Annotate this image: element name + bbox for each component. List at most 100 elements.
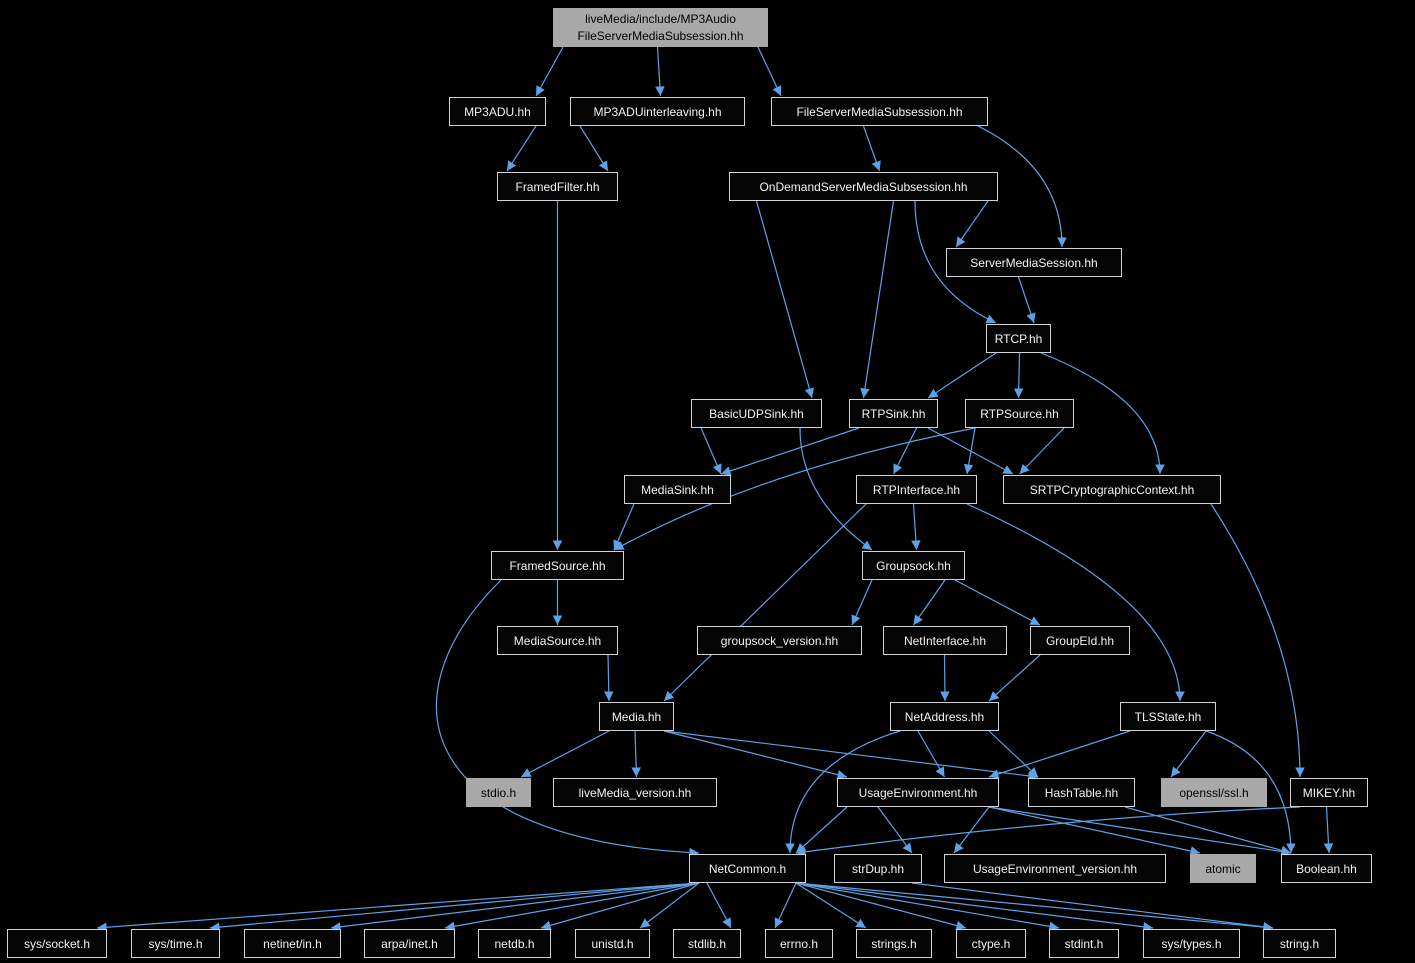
edge-rtpinterface-to-tlsstate bbox=[966, 503, 1185, 702]
edge-ondemand-to-rtpsink bbox=[860, 200, 895, 399]
edge-mikey-to-netcommon bbox=[795, 806, 1301, 857]
edge-netaddress-to-hashtable bbox=[988, 730, 1039, 778]
edge-netcommon-to-h_errno bbox=[774, 882, 797, 929]
node-sms[interactable]: ServerMediaSession.hh bbox=[946, 248, 1122, 277]
node-media[interactable]: Media.hh bbox=[599, 702, 674, 731]
edge-netcommon-to-h_ctype bbox=[795, 882, 967, 931]
edge-rtpsink-to-srtp bbox=[927, 427, 1014, 475]
node-stdio: stdio.h bbox=[466, 778, 531, 807]
edge-tlsstate-to-openssl bbox=[1170, 730, 1207, 778]
node-netcommon[interactable]: NetCommon.h bbox=[689, 854, 806, 883]
edge-media-to-lmversion bbox=[631, 730, 641, 778]
edge-ondemand-to-basicudp bbox=[755, 200, 815, 399]
node-rtpsink[interactable]: RTPSink.hh bbox=[849, 399, 938, 428]
node-h_stdlib[interactable]: stdlib.h bbox=[673, 929, 741, 958]
node-gsversion[interactable]: groupsock_version.hh bbox=[697, 626, 862, 655]
edge-sms-to-rtcp bbox=[1017, 276, 1036, 324]
node-h_systime[interactable]: sys/time.h bbox=[131, 929, 220, 958]
node-netaddress[interactable]: NetAddress.hh bbox=[890, 702, 999, 731]
edge-groupsock-to-netinterface bbox=[913, 579, 946, 626]
node-tlsstate[interactable]: TLSState.hh bbox=[1120, 702, 1216, 731]
edge-mikey-to-boolean bbox=[1323, 806, 1334, 854]
node-groupeid[interactable]: GroupEId.hh bbox=[1030, 626, 1130, 655]
edge-rtpsink-to-mediasink bbox=[720, 427, 860, 476]
edge-netaddress-to-usageenv bbox=[917, 730, 946, 778]
edge-groupeid-to-netaddress bbox=[988, 654, 1041, 702]
edge-mp3interleave-to-framedfilter bbox=[579, 125, 609, 172]
node-basicudp[interactable]: BasicUDPSink.hh bbox=[691, 399, 822, 428]
node-mp3adu[interactable]: MP3ADU.hh bbox=[449, 97, 546, 126]
edge-main-to-mp3interleave bbox=[655, 46, 665, 97]
node-framedfilter[interactable]: FramedFilter.hh bbox=[497, 172, 618, 201]
edge-usageenv-to-ueversion bbox=[953, 806, 990, 854]
edge-netcommon-to-h_systypes bbox=[795, 882, 1154, 932]
node-boolean[interactable]: Boolean.hh bbox=[1281, 854, 1372, 883]
edge-srtp-to-mikey bbox=[1210, 503, 1305, 778]
edge-mediasink-to-framedsource bbox=[613, 503, 635, 551]
edge-rtpsource-to-srtp bbox=[1019, 427, 1065, 475]
node-fileserver[interactable]: FileServerMediaSubsession.hh bbox=[771, 97, 988, 126]
node-atomic: atomic bbox=[1190, 854, 1256, 883]
node-h_unistd[interactable]: unistd.h bbox=[575, 929, 650, 958]
edge-tlsstate-to-usageenv bbox=[988, 730, 1131, 779]
edge-netinterface-to-netaddress bbox=[940, 654, 950, 702]
node-usageenv[interactable]: UsageEnvironment.hh bbox=[837, 778, 999, 807]
edge-groupsock-to-gsversion bbox=[851, 579, 873, 626]
edge-rtpinterface-to-groupsock bbox=[911, 503, 921, 551]
edge-netcommon-to-h_stdlib bbox=[706, 882, 732, 929]
node-rtcp[interactable]: RTCP.hh bbox=[986, 324, 1051, 353]
node-mediasource[interactable]: MediaSource.hh bbox=[497, 626, 618, 655]
edge-netcommon-to-h_syssocket bbox=[96, 882, 700, 933]
node-netinterface[interactable]: NetInterface.hh bbox=[883, 626, 1007, 655]
node-ueversion[interactable]: UsageEnvironment_version.hh bbox=[944, 854, 1166, 883]
node-openssl: openssl/ssl.h bbox=[1161, 778, 1267, 807]
edge-netcommon-to-h_netinet bbox=[330, 882, 700, 932]
node-h_netdb[interactable]: netdb.h bbox=[478, 929, 551, 958]
node-rtpinterface[interactable]: RTPInterface.hh bbox=[856, 475, 977, 504]
node-mp3interleave[interactable]: MP3ADUinterleaving.hh bbox=[570, 97, 745, 126]
node-h_stdint[interactable]: stdint.h bbox=[1049, 929, 1119, 958]
edge-netcommon-to-h_unistd bbox=[639, 882, 700, 929]
node-groupsock[interactable]: Groupsock.hh bbox=[862, 551, 965, 580]
node-mediasink[interactable]: MediaSink.hh bbox=[624, 475, 731, 504]
node-h_ctype[interactable]: ctype.h bbox=[956, 929, 1026, 958]
node-h_strings[interactable]: strings.h bbox=[856, 929, 932, 958]
node-h_arpa[interactable]: arpa/inet.h bbox=[364, 929, 455, 958]
node-h_netinet[interactable]: netinet/in.h bbox=[244, 929, 341, 958]
edge-mp3adu-to-framedfilter bbox=[506, 125, 537, 172]
node-h_string[interactable]: string.h bbox=[1263, 929, 1336, 958]
edge-media-to-hashtable bbox=[663, 730, 1039, 781]
node-h_errno[interactable]: errno.h bbox=[765, 929, 833, 958]
edge-media-to-usageenv bbox=[663, 730, 848, 780]
edge-basicudp-to-mediasink bbox=[700, 427, 722, 475]
node-strdup[interactable]: strDup.hh bbox=[834, 854, 922, 883]
edge-main-to-fileserver bbox=[757, 46, 782, 97]
edge-rtcp-to-rtpsink bbox=[927, 352, 997, 399]
edge-main-to-mp3adu bbox=[535, 46, 564, 97]
edge-netcommon-to-h_netdb bbox=[540, 882, 700, 930]
edge-usageenv-to-strdup bbox=[877, 806, 913, 854]
node-h_syssocket[interactable]: sys/socket.h bbox=[7, 929, 107, 958]
edge-usageenv-to-atomic bbox=[988, 806, 1201, 856]
node-ondemand[interactable]: OnDemandServerMediaSubsession.hh bbox=[729, 172, 998, 201]
edge-mediasource-to-media bbox=[603, 654, 614, 702]
edge-rtpinterface-to-media bbox=[663, 503, 867, 702]
edge-netcommon-to-h_arpa bbox=[444, 882, 700, 932]
node-lmversion[interactable]: liveMedia_version.hh bbox=[553, 778, 717, 807]
edge-rtpsink-to-rtpinterface bbox=[892, 427, 918, 475]
edge-netcommon-to-h_string bbox=[795, 882, 1274, 932]
node-hashtable[interactable]: HashTable.hh bbox=[1028, 778, 1135, 807]
edge-netcommon-to-h_systime bbox=[209, 882, 700, 932]
node-rtpsource[interactable]: RTPSource.hh bbox=[965, 399, 1074, 428]
node-mikey[interactable]: MIKEY.hh bbox=[1290, 778, 1368, 807]
edge-netcommon-to-h_stdint bbox=[795, 882, 1060, 932]
node-main: liveMedia/include/MP3Audio FileServerMed… bbox=[553, 8, 768, 47]
edge-rtcp-to-rtpsource bbox=[1013, 352, 1024, 399]
node-framedsource[interactable]: FramedSource.hh bbox=[491, 551, 624, 580]
node-h_systypes[interactable]: sys/types.h bbox=[1143, 929, 1240, 958]
node-srtp[interactable]: SRTPCryptographicContext.hh bbox=[1003, 475, 1221, 504]
edge-netcommon-to-h_strings bbox=[795, 882, 867, 929]
edge-usageenv-to-netcommon bbox=[795, 806, 848, 854]
edge-rtpsource-to-rtpinterface bbox=[963, 427, 976, 475]
